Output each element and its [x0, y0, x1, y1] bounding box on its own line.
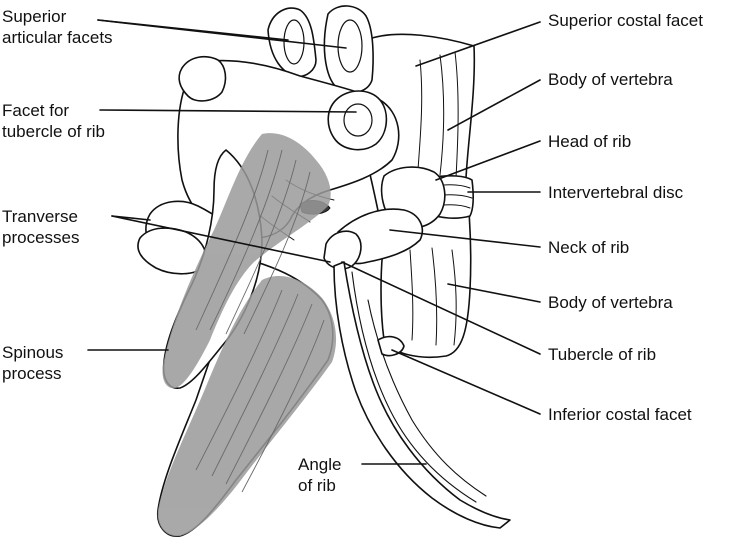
label-neck-of-rib: Neck of rib — [548, 238, 630, 257]
muscle-fibers — [195, 149, 325, 493]
tubercle-facet-outline — [327, 90, 388, 151]
leader-head-of-rib — [435, 140, 541, 181]
superior-facet-right — [337, 19, 363, 73]
leader-inferior-costal — [391, 349, 541, 415]
label-head-of-rib: Head of rib — [548, 132, 632, 151]
label-tubercle-of-rib: Tubercle of rib — [548, 345, 657, 364]
leader-facet-tubercle — [99, 109, 357, 113]
label-body-of-vertebra-upper: Body of vertebra — [548, 70, 673, 89]
label-intervertebral-disc: Intervertebral disc — [548, 183, 684, 202]
superior-facet-left — [283, 19, 305, 65]
leader-superior-costal — [415, 21, 541, 67]
rib-tubercle — [323, 230, 362, 270]
left-upper-process — [178, 55, 227, 102]
inferior-costal-facet-outline — [377, 335, 405, 357]
rib-shaft-inner — [351, 271, 487, 503]
leader-body-upper — [447, 79, 541, 131]
leader-transverse-2 — [111, 215, 331, 263]
muscle-upper — [162, 133, 331, 389]
leader-neck-of-rib — [389, 229, 541, 248]
label-superior-costal-facet: Superior costal facet — [548, 11, 703, 30]
label-body-of-vertebra-lower: Body of vertebra — [548, 293, 673, 312]
rib-shaft — [333, 261, 511, 529]
label-inferior-costal-facet: Inferior costal facet — [548, 405, 692, 424]
label-facet-for-tubercle: Facet for tubercle of rib — [2, 101, 105, 141]
label-spinous-process: Spinous process — [2, 343, 64, 383]
leader-tubercle-of-rib — [341, 261, 541, 355]
leader-superior-articular-2 — [97, 19, 347, 49]
label-transverse-processes: Tranverse processes — [2, 207, 80, 247]
leader-body-lower — [447, 283, 541, 303]
label-angle-of-rib: Angle of rib — [298, 455, 342, 495]
tubercle-facet — [343, 103, 373, 137]
label-superior-articular-facets: Superior articular facets — [2, 7, 113, 47]
superior-articular-process-right — [323, 5, 374, 94]
